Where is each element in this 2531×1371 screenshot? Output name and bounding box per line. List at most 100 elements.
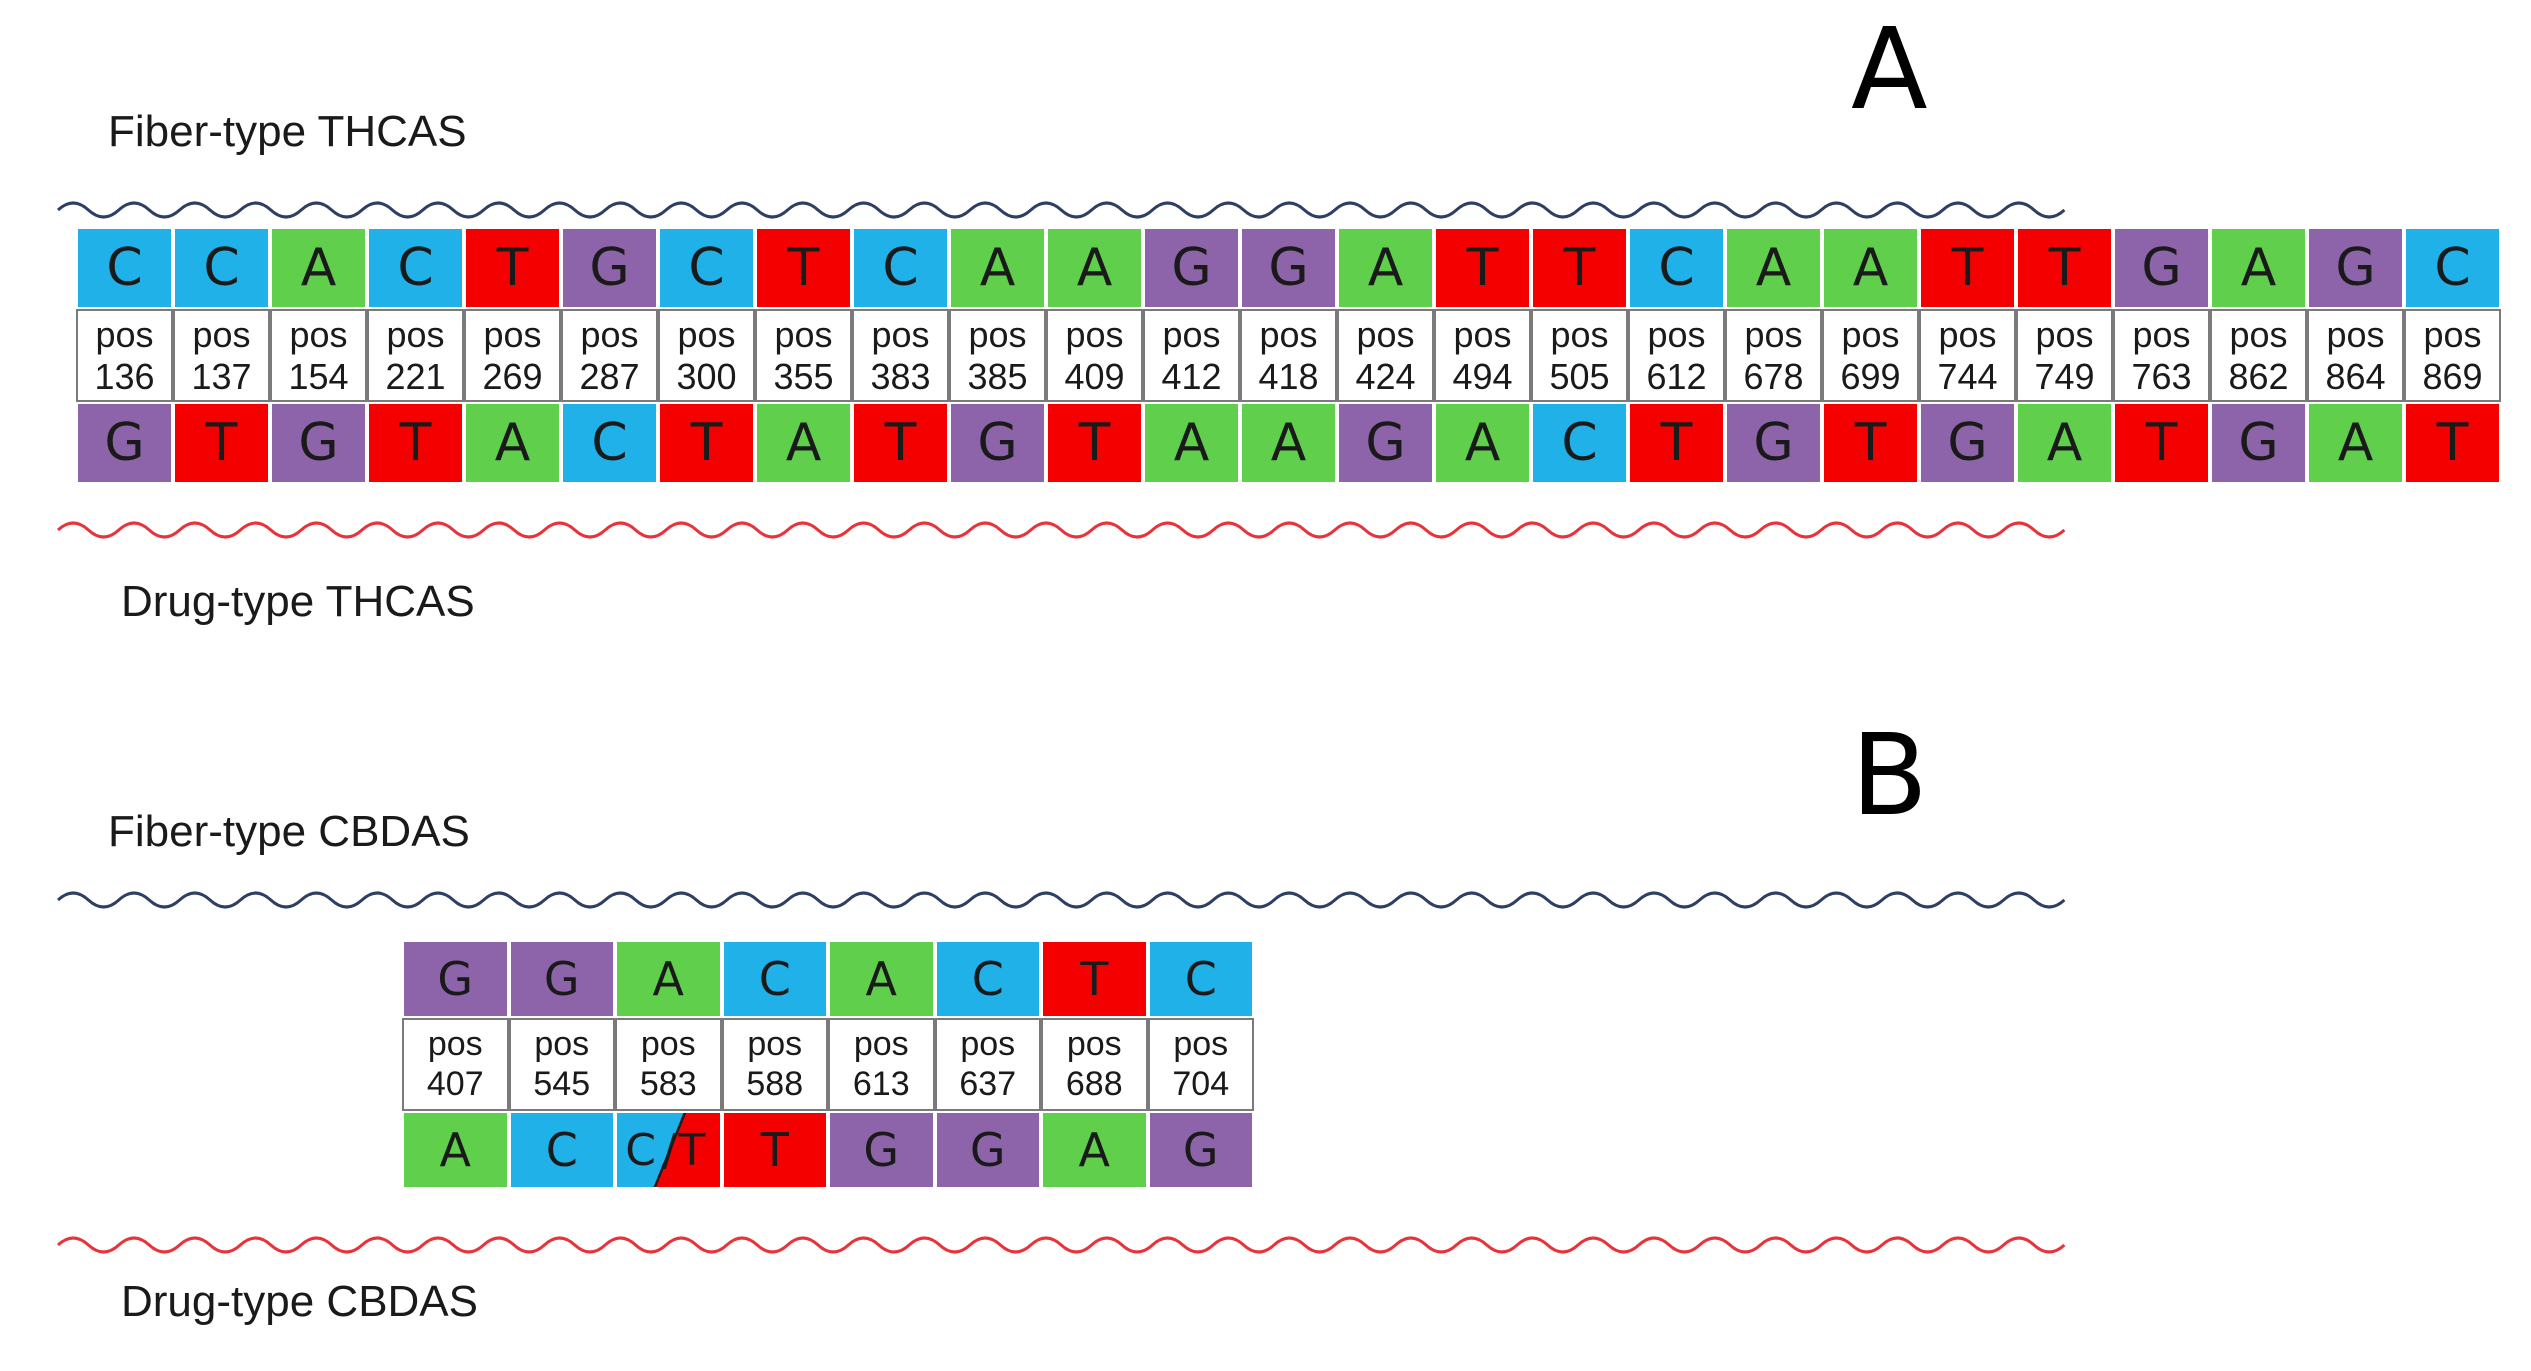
drug-base-cell: T: [852, 402, 949, 484]
drug-base-cell: G: [1919, 402, 2016, 484]
fiber-base-cell: T: [2016, 227, 2113, 309]
drug-base-cell: T: [173, 402, 270, 484]
fiber-base-cell: T: [1531, 227, 1628, 309]
position-number: 864: [2325, 355, 2386, 397]
fiber-base-cell: T: [1041, 940, 1148, 1018]
panel-b-letter: B: [1851, 711, 1928, 841]
fiber-base-cell: C: [852, 227, 949, 309]
position-word: pos: [968, 314, 1027, 356]
position-number: 385: [967, 355, 1028, 397]
position-number: 744: [1937, 355, 1998, 397]
position-number: 221: [385, 355, 446, 397]
drug-base-cell: G: [76, 402, 173, 484]
wave-line: [56, 891, 2066, 909]
drug-base-cell: T: [658, 402, 755, 484]
position-word: pos: [747, 1025, 803, 1064]
position-number: 588: [746, 1064, 804, 1103]
position-word: pos: [1647, 314, 1706, 356]
position-word: pos: [2035, 314, 2094, 356]
drug-type-thcas-label: Drug-type THCAS: [121, 577, 475, 626]
position-word: pos: [580, 314, 639, 356]
position-word: pos: [774, 314, 833, 356]
position-number: 749: [2034, 355, 2095, 397]
position-number: 763: [2131, 355, 2192, 397]
position-word: pos: [289, 314, 348, 356]
fiber-base-cell: A: [1337, 227, 1434, 309]
fiber-base-cell: T: [1919, 227, 2016, 309]
position-word: pos: [1356, 314, 1415, 356]
drug-base-cell: T: [367, 402, 464, 484]
drug-base-cell: G: [934, 1111, 1041, 1189]
position-number: 688: [1065, 1064, 1123, 1103]
position-number: 613: [852, 1064, 910, 1103]
drug-base-cell: A: [755, 402, 852, 484]
drug-base-cell: G: [1147, 1111, 1254, 1189]
position-number: 136: [94, 355, 155, 397]
drug-base-cell: C: [561, 402, 658, 484]
drug-base-cell: T: [2404, 402, 2501, 484]
wave-line: [56, 201, 2066, 219]
drug-base-cell: A: [1041, 1111, 1148, 1189]
position-number: 869: [2422, 355, 2483, 397]
fiber-base-cell: C: [1147, 940, 1254, 1018]
fiber-base-cell: G: [2113, 227, 2210, 309]
position-word: pos: [95, 314, 154, 356]
position-number: 300: [676, 355, 737, 397]
fiber-base-cell: T: [755, 227, 852, 309]
position-number: 678: [1743, 355, 1804, 397]
position-word: pos: [2423, 314, 2482, 356]
drug-base-cell: G: [270, 402, 367, 484]
position-number: 409: [1064, 355, 1125, 397]
drug-base-cell: T: [1822, 402, 1919, 484]
position-word: pos: [1938, 314, 1997, 356]
position-word: pos: [427, 1025, 483, 1064]
fiber-base-cell: C: [721, 940, 828, 1018]
position-word: pos: [677, 314, 736, 356]
drug-base-cell: A: [1143, 402, 1240, 484]
position-number: 862: [2228, 355, 2289, 397]
position-number: 545: [533, 1064, 591, 1103]
drug-base-cell: G: [1725, 402, 1822, 484]
position-number: 383: [870, 355, 931, 397]
wave-line: [56, 521, 2066, 539]
position-number: 583: [639, 1064, 697, 1103]
fiber-base-cell: G: [2307, 227, 2404, 309]
position-word: pos: [853, 1025, 909, 1064]
drug-base-cell: T: [1628, 402, 1725, 484]
fiber-base-cell: G: [1143, 227, 1240, 309]
position-number: 412: [1161, 355, 1222, 397]
position-number: 355: [773, 355, 834, 397]
drug-base-cell: T: [2113, 402, 2210, 484]
position-number: 494: [1452, 355, 1513, 397]
position-word: pos: [192, 314, 251, 356]
drug-base-cell: A: [464, 402, 561, 484]
fiber-thcas-wave: [56, 201, 2066, 219]
position-word: pos: [2229, 314, 2288, 356]
fiber-base-cell: C: [934, 940, 1041, 1018]
position-word: pos: [1162, 314, 1221, 356]
fiber-base-cell: A: [270, 227, 367, 309]
position-number: 505: [1549, 355, 1610, 397]
fiber-type-cbdas-label: Fiber-type CBDAS: [108, 807, 470, 856]
position-word: pos: [483, 314, 542, 356]
fiber-cbdas-wave: [56, 891, 2066, 909]
position-word: pos: [1841, 314, 1900, 356]
